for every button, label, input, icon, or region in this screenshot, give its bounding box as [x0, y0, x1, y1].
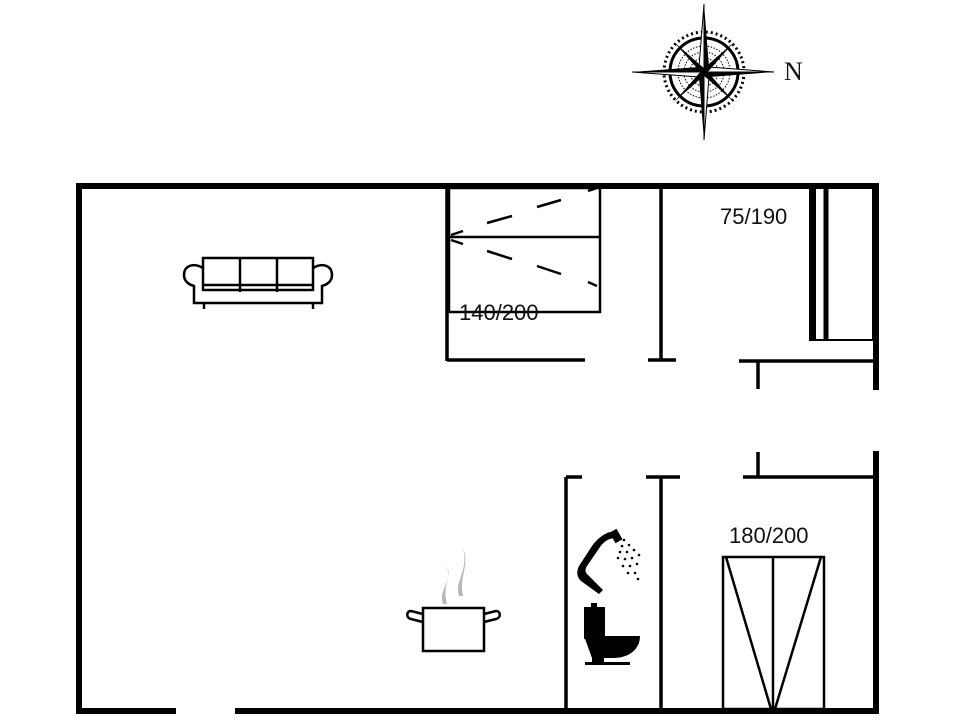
interior-walls	[445, 186, 876, 711]
shower-icon	[577, 528, 641, 594]
double-bed-icon	[721, 555, 826, 711]
bed-size-label-75-190: 75/190	[720, 204, 788, 229]
single-bed-icon	[809, 187, 874, 341]
north-label: N	[784, 57, 803, 86]
bunk-bed-icon	[447, 186, 602, 314]
toilet-icon	[584, 603, 640, 665]
sofa-icon	[182, 256, 334, 309]
bed-size-label-180-200: 180/200	[729, 523, 809, 548]
outer-walls	[76, 183, 879, 714]
cooking-pot-icon	[406, 548, 501, 653]
bed-size-label-140-200: 140/200	[459, 300, 539, 325]
compass-rose-icon	[631, 3, 775, 141]
